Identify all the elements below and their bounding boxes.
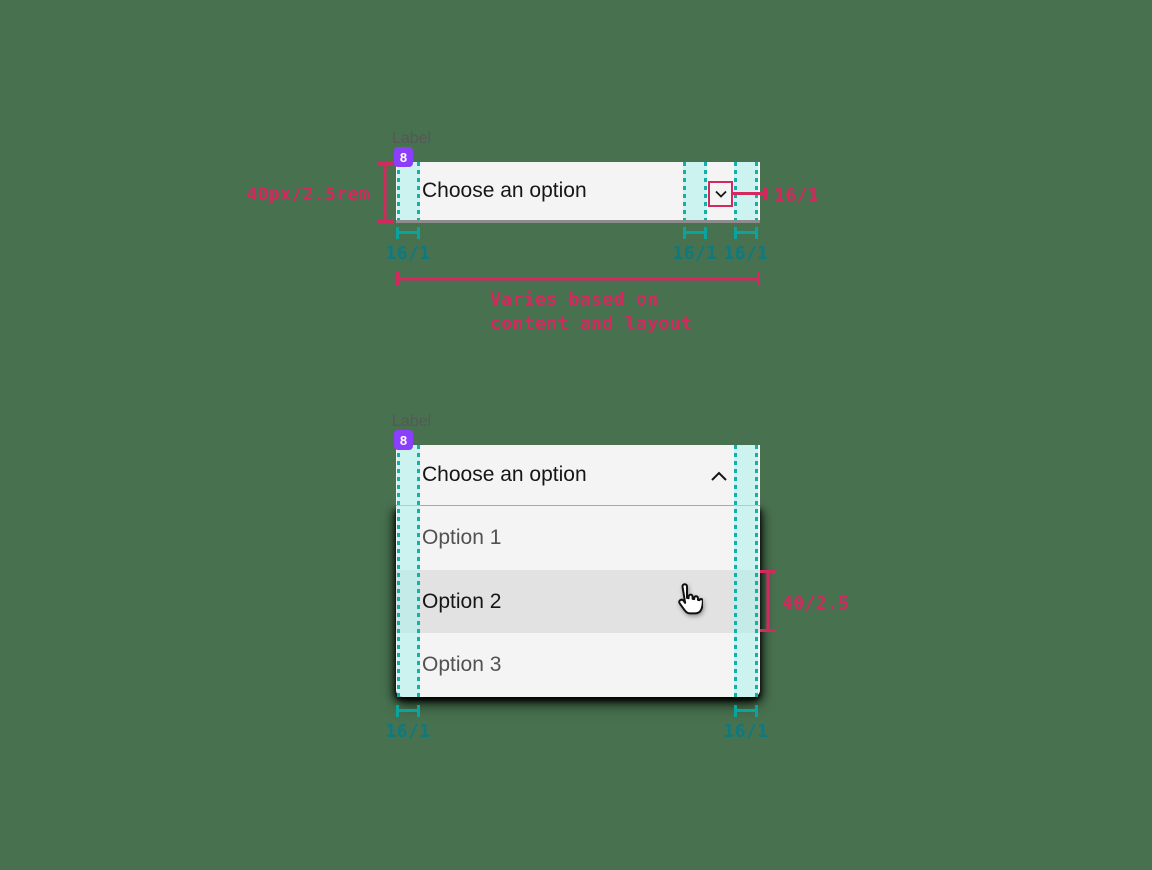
- right-padding-annotation: 16/1: [723, 721, 769, 742]
- hand-cursor-icon: [671, 582, 704, 625]
- measure-bar: [734, 705, 758, 717]
- menu-option-1[interactable]: Option 1: [422, 525, 502, 549]
- dropdown-menu: Option 1 Option 2 Option 3: [396, 506, 760, 697]
- measure-bar: [396, 227, 420, 239]
- chevron-up-icon[interactable]: [708, 467, 730, 487]
- measure-bar: [396, 705, 420, 717]
- width-note-line1: Varies based on: [490, 289, 659, 310]
- padding-strip-right: [734, 162, 758, 220]
- left-padding-annotation: 16/1: [385, 721, 431, 742]
- width-note: Varies based on content and layout: [490, 288, 692, 336]
- icon-leader-cap: [764, 187, 767, 200]
- spacing-token-badge: 8: [394, 147, 413, 167]
- padding-strip-icon-left: [683, 162, 707, 220]
- spacing-token-badge: 8: [394, 430, 413, 450]
- height-measure-bracket: [377, 162, 393, 223]
- icon-left-spacing-annotation: 16/1: [672, 243, 718, 264]
- padding-strip-left: [397, 162, 420, 220]
- width-note-line2: content and layout: [490, 313, 693, 334]
- dropdown-field-open[interactable]: Choose an option: [396, 445, 760, 506]
- menu-option-3[interactable]: Option 3: [422, 653, 502, 677]
- icon-leader-line: [733, 192, 766, 195]
- left-padding-annotation: 16/1: [385, 243, 431, 264]
- dropdown-placeholder-text: Choose an option: [422, 179, 587, 202]
- icon-size-annotation: 16/1: [774, 185, 819, 206]
- measure-bar: [683, 227, 707, 239]
- padding-strip-left: [397, 445, 420, 697]
- chevron-down-icon[interactable]: [713, 186, 729, 202]
- field-label: Label: [392, 130, 432, 147]
- field-label: Label: [392, 413, 432, 430]
- width-measure-line: [396, 272, 760, 286]
- padding-strip-right: [734, 445, 758, 697]
- option-height-bracket: [760, 570, 776, 632]
- right-padding-annotation: 16/1: [723, 243, 769, 264]
- height-annotation: 40px/2.5rem: [246, 184, 370, 205]
- measure-bar: [734, 227, 758, 239]
- option-height-annotation: 40/2.5: [782, 593, 850, 614]
- menu-option-2[interactable]: Option 2: [396, 569, 760, 634]
- dropdown-placeholder-text: Choose an option: [422, 463, 587, 486]
- icon-measure-box: [708, 181, 733, 207]
